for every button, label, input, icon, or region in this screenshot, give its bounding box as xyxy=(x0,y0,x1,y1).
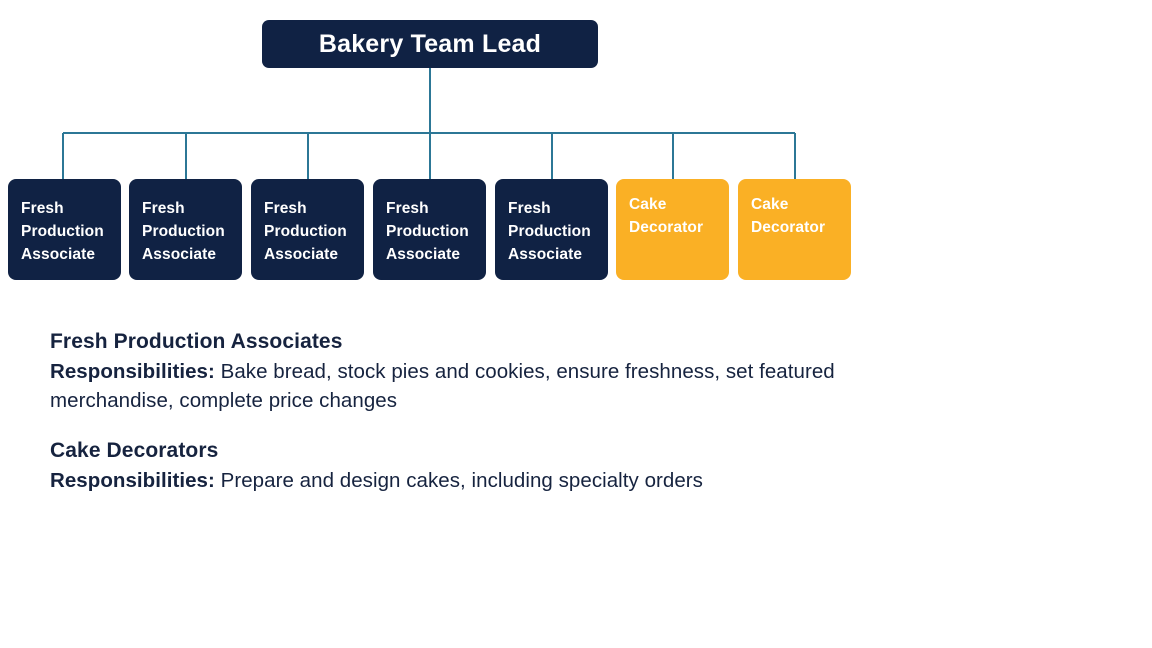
org-node-cake-decorator-1[interactable]: Cake Decorator xyxy=(616,179,729,280)
org-node-row: Fresh Production Associate Fresh Product… xyxy=(8,179,860,280)
responsibilities-text: Prepare and design cakes, including spec… xyxy=(214,469,703,493)
responsibilities-label: Responsibilities: xyxy=(50,359,215,383)
org-node-fresh-production-associate-3[interactable]: Fresh Production Associate xyxy=(251,179,364,280)
org-node-fresh-production-associate-5[interactable]: Fresh Production Associate xyxy=(495,179,608,280)
org-node-label: Cake Decorator xyxy=(751,196,826,237)
org-node-label: Fresh Production Associate xyxy=(21,199,104,264)
org-node-fresh-production-associate-2[interactable]: Fresh Production Associate xyxy=(129,179,242,280)
org-node-label: Fresh Production Associate xyxy=(142,199,225,264)
role-heading: Fresh Production Associates xyxy=(50,330,343,353)
org-node-cake-decorator-2[interactable]: Cake Decorator xyxy=(738,179,851,280)
org-node-label: Fresh Production Associate xyxy=(508,199,591,264)
org-node-label: Cake Decorator xyxy=(629,196,704,237)
responsibilities-text: Bake bread, stock pies and cookies, ensu… xyxy=(50,359,835,413)
role-responsibilities: Responsibilities: Prepare and design cak… xyxy=(50,466,930,495)
role-description-cake-decorators: Cake Decorators Responsibilities: Prepar… xyxy=(50,437,930,495)
org-node-fresh-production-associate-4[interactable]: Fresh Production Associate xyxy=(373,179,486,280)
org-node-bakery-team-lead[interactable]: Bakery Team Lead xyxy=(262,20,598,68)
role-heading: Cake Decorators xyxy=(50,439,219,463)
role-description-fresh-production-associates: Fresh Production Associates Responsibili… xyxy=(50,328,930,415)
org-node-label: Fresh Production Associate xyxy=(264,199,347,264)
org-node-label: Fresh Production Associate xyxy=(386,199,469,264)
org-node-fresh-production-associate-1[interactable]: Fresh Production Associate xyxy=(8,179,121,280)
role-descriptions: Fresh Production Associates Responsibili… xyxy=(50,328,930,495)
org-node-label: Bakery Team Lead xyxy=(318,29,542,58)
role-responsibilities: Responsibilities: Bake bread, stock pies… xyxy=(50,357,930,415)
responsibilities-label: Responsibilities: xyxy=(50,469,215,493)
